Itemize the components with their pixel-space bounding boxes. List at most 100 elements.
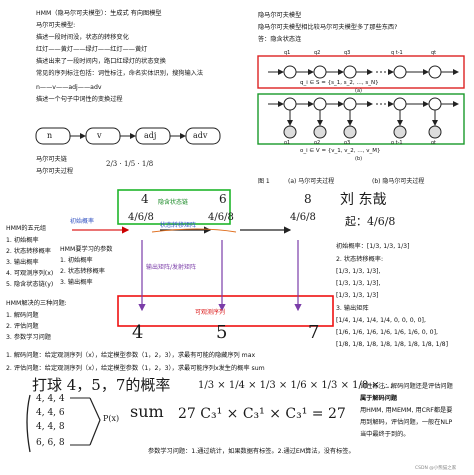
needs-item-1: 1. 初始概率 <box>60 257 93 264</box>
tree-row-2: 4, 4, 6 <box>36 408 65 418</box>
eq-states: q_i ∈ S = {s_1, s_2, …, s_N} <box>300 80 379 86</box>
tree-row-1: 4, 4, 4 <box>36 394 65 404</box>
sub-b: (b) <box>355 156 363 162</box>
solve-title: HMM解决的三种问题: <box>6 300 67 307</box>
node-qt-1: q t-1 <box>391 50 403 56</box>
hand-title-right: 刘 东哉 <box>340 192 387 208</box>
solve-item-1: 1. 解码问题 <box>6 312 39 319</box>
q-evaluate: 2. 评估问题：给定观测序列（x），给定模型参数（1，2，3），求最可能序列x发… <box>6 365 265 372</box>
obs-seq-box <box>117 295 334 327</box>
node-ot-1: o t-1 <box>391 140 403 146</box>
hidden-chain-label: 隐含状态链 <box>158 199 189 206</box>
tree-brace <box>26 394 101 453</box>
rn-l6: 3. 输出矩阵 <box>336 305 369 312</box>
five-item-5: 5. 隐含状态链(y) <box>6 281 54 288</box>
hidden-state-1: 4/6/8 <box>128 212 154 223</box>
tree-row-3: 4, 4, 8 <box>36 422 65 432</box>
rn-l4: [1/3, 1/3, 1/3], <box>336 280 381 287</box>
init-prob-label: 初始概率 <box>70 218 95 225</box>
node-q1: q1 <box>284 50 291 56</box>
tr-title: 隐马尔可夫模型 <box>258 12 302 19</box>
hidden-chain-box <box>117 189 231 225</box>
needs-item-3: 3. 输出概率 <box>60 279 93 286</box>
markov-chain-label: 马尔可夫链 <box>36 156 67 163</box>
formula-combination: 27 C₃¹ × C₃¹ × C₃¹ = 27 <box>178 406 346 422</box>
rn-l9: [1/8, 1/8, 1/8, 1/8, 1/8, 1/8, 1/8, 1/8] <box>336 341 449 348</box>
node-q2: q2 <box>314 50 321 56</box>
chain-node-n: n <box>47 131 53 140</box>
node-q3: q3 <box>344 50 351 56</box>
solve-item-2: 2. 评估问题 <box>6 323 39 330</box>
needs-item-2: 2. 状态转移概率 <box>60 268 105 275</box>
chain-node-v: v <box>97 131 102 140</box>
hidden-state-arrows <box>72 226 292 234</box>
caption-a: (a) 马尔可夫过程 <box>288 178 335 185</box>
rn-l1: 初始概率：[1/3, 1/3, 1/3] <box>336 243 410 250</box>
hidden-num-3: 8 <box>304 192 312 206</box>
hand-question: 打球 4，5，7的概率 <box>32 376 171 394</box>
hidden-state-2: 4/6/8 <box>208 212 234 223</box>
tree-row-4: 6, 6, 8 <box>36 438 65 448</box>
five-item-3: 3. 输出概率 <box>6 259 39 266</box>
hmm-figure <box>257 93 465 145</box>
node-o3: o3 <box>344 140 351 146</box>
needs-title: HMM要学习的参数 <box>60 246 113 253</box>
five-tuple-title: HMM的五元组 <box>6 225 47 232</box>
sum-hand: sum <box>130 402 164 421</box>
tr-answer: 答：隐含状态连 <box>258 36 302 43</box>
sub-a: (a) <box>355 88 362 94</box>
chain-node-adj: adj <box>144 131 157 140</box>
formula-product: 1/3 × 1/4 × 1/3 × 1/6 × 1/3 × 1/8 × … <box>198 380 393 391</box>
solve-item-3: 3. 参数学习问题 <box>6 334 51 341</box>
q-decode: 1. 解码问题：给定观测序列（x），给定模型参数（1，2，3），求最有可能的隐藏… <box>6 352 256 359</box>
side-note-2: 属于解码问题 <box>360 395 398 402</box>
node-o2: o2 <box>314 140 321 146</box>
markov-process-label: 马尔可夫过程 <box>36 168 74 175</box>
tl-line6: 常见的序列标注包括：词性标注，命名实体识别，搜狗输入法 <box>36 70 204 77</box>
tl-line5: 描述出来了一段时间内，路口红绿灯的状态变换 <box>36 58 166 65</box>
tl-line2: 马尔可夫模型: <box>36 22 76 29</box>
obs-num-1: 4 <box>132 322 144 343</box>
emission-arrows <box>138 240 302 312</box>
node-ot: ot <box>431 140 437 146</box>
tl-line8: 描述一个句子中词性的变换过程 <box>36 96 123 103</box>
rn-l2: 2. 状态转移概率: <box>336 256 384 263</box>
five-item-1: 1. 初始概率 <box>6 237 39 244</box>
tl-line4: 红灯——黄灯——绿灯——红灯——黄灯 <box>36 46 148 53</box>
rn-l8: [1/6, 1/6, 1/6, 1/6, 1/6, 1/6, 0, 0], <box>336 329 438 336</box>
node-o1: o1 <box>284 140 291 146</box>
side-note-3: 用HMM, 用MEMM, 用CRF都是要 <box>360 407 453 414</box>
markov-figure <box>257 55 465 89</box>
tl-line3: 描述一段时间没，状态的转移变化 <box>36 34 129 41</box>
rn-l3: [1/3, 1/3, 1/3], <box>336 268 381 275</box>
five-item-4: 4. 可观测序列(x) <box>6 270 54 277</box>
tl-line1: HMM（隐马尔可夫模型）：生成式 有向图模型 <box>36 10 162 17</box>
pos-chain <box>35 127 221 145</box>
eq-obs: o_i ∈ V = {v_1, v_2, …, v_M} <box>300 148 381 154</box>
rn-l7: [1/4, 1/4, 1/4, 1/4, 0, 0, 0, 0], <box>336 317 426 324</box>
watermark: CSDN @小熊猫之家 <box>415 466 457 471</box>
hidden-state-3: 4/6/8 <box>290 212 316 223</box>
fig-label: 图 1 <box>258 178 270 185</box>
rn-l5: [1/3, 1/3, 1/3] <box>336 292 379 299</box>
hidden-num-2: 6 <box>219 192 227 206</box>
obs-seq-label: 可观测序列 <box>195 309 226 316</box>
trans-matrix-label: 状态转移矩阵 <box>160 222 197 229</box>
param-learning-line: 参数学习问题：1.通过统计，如果数据有标签。2.通过EM算法，没有标签。 <box>148 448 355 455</box>
chain-probs: 2/3 · 1/5 · 1/8 <box>106 160 154 168</box>
hidden-num-1: 4 <box>141 192 149 206</box>
caption-b: (b) 隐马尔可夫过程 <box>372 178 425 185</box>
obs-num-2: 5 <box>216 322 228 343</box>
tl-line7: n——v——adj——adv <box>36 84 102 91</box>
side-note-1: 词性标注：解码问题还是评估问题 <box>360 383 453 390</box>
hand-states-right: 起：4/6/8 <box>345 215 396 228</box>
side-note-4: 用到解码，评估问题，一般在NLP <box>360 419 453 426</box>
chain-node-adv: adv <box>193 131 208 140</box>
emission-label: 输出矩阵/发射矩阵 <box>146 264 197 271</box>
side-note-5: 当中最终于到的。 <box>360 431 410 438</box>
px-label: P(x) <box>103 414 120 423</box>
tr-question: 隐马尔可夫模型相比较马尔可夫模型多了那些东西? <box>258 24 398 31</box>
five-item-2: 2. 状态转移概率 <box>6 248 51 255</box>
